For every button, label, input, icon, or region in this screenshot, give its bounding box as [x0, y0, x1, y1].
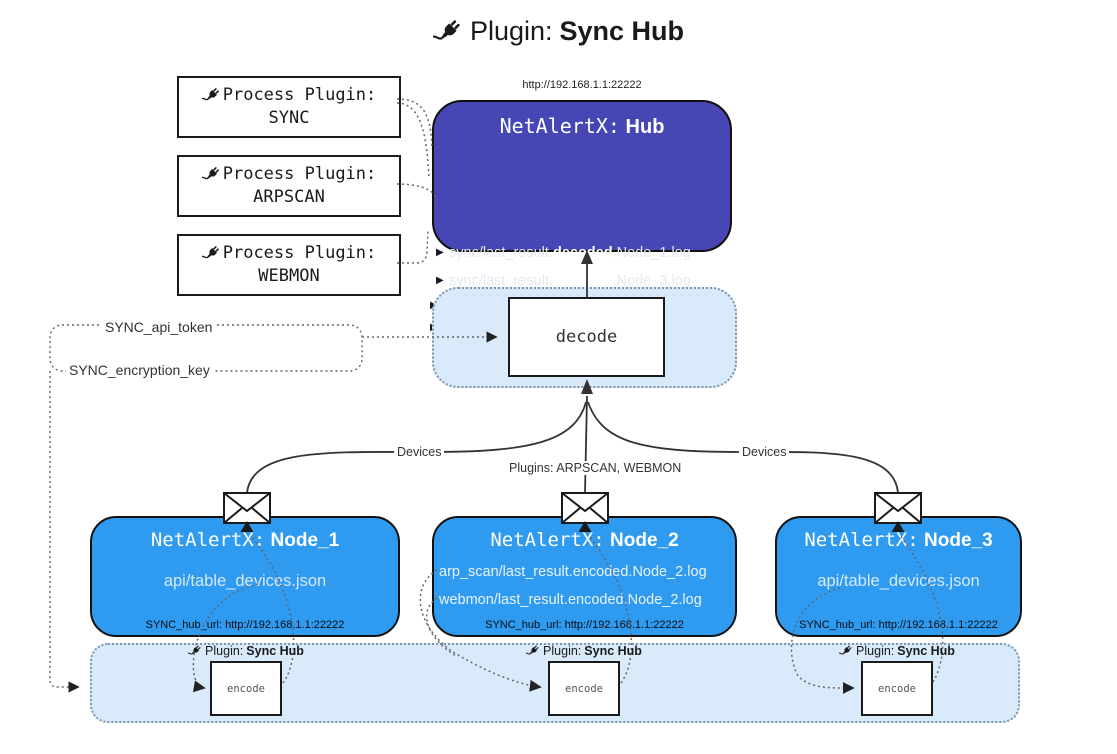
node-title: NetAlertX: Node_2 [490, 529, 679, 551]
page-title: Plugin: Sync Hub [0, 16, 1117, 47]
plugins-mid-label: Plugins: ARPSCAN, WEBMON [506, 461, 685, 475]
node-footer: SYNC_hub_url: http://192.168.1.1:22222 [799, 619, 998, 631]
node-file: webmon/last_result.encoded.Node_2.log [439, 592, 702, 608]
hub-file-row: ▶sync/last_result.decoded.Node_1.log [436, 245, 691, 261]
devices-left-label: Devices [394, 445, 445, 459]
node-footer: SYNC_hub_url: http://192.168.1.1:22222 [485, 619, 684, 631]
hub-title: NetAlertX: Hub [434, 114, 730, 139]
process-plugin-label: Process Plugin: [222, 164, 377, 185]
node-file: arp_scan/last_result.encoded.Node_2.log [439, 564, 707, 580]
node-title: NetAlertX: Node_1 [150, 529, 340, 551]
decode-box: decode [508, 297, 665, 377]
nodes-to-decode-edges [246, 395, 899, 494]
process-plugin-webmon: Process Plugin: WEBMON [177, 234, 401, 296]
sync-encryption-key-label: SYNC_encryption_key [66, 362, 213, 378]
devices-right-label: Devices [739, 445, 790, 459]
node-title: NetAlertX: Node_3 [804, 529, 993, 551]
encode-plugin-label: Plugin:Sync Hub [494, 644, 674, 658]
plug-icon [839, 644, 853, 658]
page-title-name: Sync Hub [559, 16, 685, 46]
process-plugin-sync: Process Plugin: SYNC [177, 76, 401, 138]
encode-box: encode [210, 661, 282, 716]
node-3-box: NetAlertX: Node_3 api/table_devices.json… [775, 516, 1022, 637]
encode-box: encode [861, 661, 933, 716]
encode-plugin-label: Plugin:Sync Hub [807, 644, 987, 658]
process-plugin-label: Process Plugin: [222, 243, 377, 264]
plug-icon [202, 86, 221, 105]
process-plugin-arpscan: Process Plugin: ARPSCAN [177, 155, 401, 217]
encode-plugin-label: Plugin:Sync Hub [156, 644, 336, 658]
hub-file-row: ▶sync/last_result.decoded.Node_3.log [436, 273, 691, 289]
plug-icon [202, 165, 221, 184]
node-1-box: NetAlertX: Node_1 api/table_devices.json… [90, 516, 400, 637]
sync-api-token-label: SYNC_api_token [102, 319, 216, 335]
hub-title-name: Hub [625, 116, 665, 138]
node-2-box: NetAlertX: Node_2 arp_scan/last_result.e… [432, 516, 737, 637]
node-file: api/table_devices.json [163, 572, 327, 590]
encode-box: encode [548, 661, 620, 716]
plug-icon [433, 17, 463, 47]
process-plugin-name: SYNC [268, 108, 310, 128]
node-footer: SYNC_hub_url: http://192.168.1.1:22222 [145, 619, 345, 631]
page-title-prefix: Plugin: [469, 16, 553, 46]
plug-icon [202, 244, 221, 263]
process-plugin-name: ARPSCAN [253, 187, 325, 207]
plug-icon [188, 644, 202, 658]
plug-icon [526, 644, 540, 658]
hub-url: http://192.168.1.1:22222 [522, 79, 642, 91]
plugin-to-hub-connectors [396, 98, 437, 264]
hub-box: NetAlertX: Hub ▶sync/last_result.decoded… [430, 100, 732, 336]
arrow-right-icon: ▶ [436, 275, 444, 286]
process-plugin-label: Process Plugin: [222, 85, 377, 106]
arrow-right-icon: ▶ [436, 247, 444, 258]
node-file: api/table_devices.json [817, 572, 980, 590]
hub-title-prefix: NetAlertX: [499, 114, 620, 138]
process-plugin-name: WEBMON [258, 266, 320, 286]
